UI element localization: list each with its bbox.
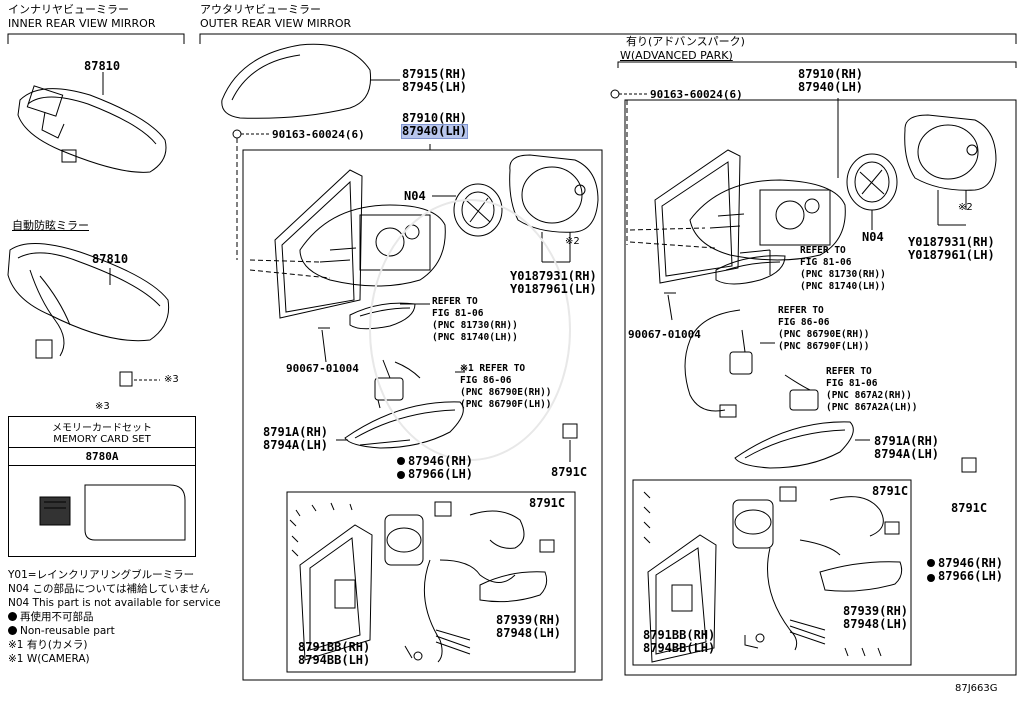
part-8791A-garnish-right[interactable]: 8791A(RH)8794A(LH) xyxy=(874,434,940,461)
non-reusable-dot-icon xyxy=(8,612,17,621)
small-bolts-left xyxy=(289,502,353,557)
part-8791C-sub-left[interactable]: 8791C xyxy=(529,496,566,510)
part-90067-bolt-right[interactable]: 90067-01004 xyxy=(628,328,701,341)
part-N04-left[interactable]: N04 xyxy=(404,189,426,203)
part-Y0187931-glass-left[interactable]: Y0187931(RH)Y0187961(LH) xyxy=(510,269,597,296)
mirror-cover-drawing xyxy=(221,43,400,119)
non-reusable-dot-icon xyxy=(8,626,17,635)
turn-lamp-left xyxy=(349,302,416,330)
part-8791BB-harness-left[interactable]: 8791BB(RH)8794BB(LH) xyxy=(298,640,371,667)
memory-card-name-en: MEMORY CARD SET xyxy=(53,434,151,445)
inner-mirror-header-en: INNER REAR VIEW MIRROR xyxy=(8,17,156,30)
memory-card-name: メモリーカードセット MEMORY CARD SET xyxy=(9,417,195,448)
part-8791BB-harness-right[interactable]: 8791BB(RH)8794BB(LH) xyxy=(643,628,716,655)
part-90163-screw-right[interactable]: 90163-60024(6) xyxy=(650,88,743,101)
mirror-glass-drawing-left xyxy=(509,154,599,233)
left-assembly-box xyxy=(242,149,603,681)
inner-section-bracket xyxy=(7,33,185,44)
outer-section-bracket xyxy=(199,33,1017,44)
advanced-park-header-en: W(ADVANCED PARK) xyxy=(620,49,733,62)
part-Y0187931-glass-right[interactable]: Y0187931(RH)Y0187961(LH) xyxy=(908,235,995,262)
part-90163-screw-left[interactable]: 90163-60024(6) xyxy=(272,128,365,141)
advanced-park-bracket xyxy=(617,61,1017,68)
outer-mirror-header-en: OUTER REAR VIEW MIRROR xyxy=(200,17,352,30)
right-sub-box xyxy=(632,479,912,666)
camera-unit-left xyxy=(374,359,421,409)
garnish-drawing-left xyxy=(344,401,464,449)
part-87915-cover[interactable]: 87915(RH)87945(LH) xyxy=(402,67,468,94)
part-87910-mirror-assy-right[interactable]: 87910(RH)87940(LH) xyxy=(798,67,864,94)
part-90067-bolt-left[interactable]: 90067-01004 xyxy=(286,362,359,375)
inner-mirror-drawing-2 xyxy=(7,242,170,387)
figure-code: 87J663G xyxy=(955,683,998,694)
ref-mark-2-left: ※2 xyxy=(565,236,580,247)
mirror-body-right xyxy=(689,179,846,261)
camera-unit-right xyxy=(684,309,753,418)
small-bolts-right xyxy=(643,491,651,544)
inner-mirror-drawing-1 xyxy=(17,85,167,173)
part-87946-clip-left[interactable]: 87946(RH)87966(LH) xyxy=(408,454,474,481)
legend-n04-jp: N04 この部品については補給していません xyxy=(8,583,210,595)
legend-non-reusable-en: Non-reusable part xyxy=(8,624,221,638)
part-87810-a[interactable]: 87810 xyxy=(84,59,121,73)
mirror-glass-plate-left xyxy=(274,169,363,319)
garnish-drawing-right xyxy=(734,421,854,469)
part-87939-lower-cover-left[interactable]: 87939(RH)87948(LH) xyxy=(496,613,562,640)
part-8780A[interactable]: 8780A xyxy=(9,448,195,466)
sub-parts-left xyxy=(299,501,555,663)
legend-n04-en: N04 This part is not available for servi… xyxy=(8,597,221,609)
legend-camera-en: ※1 W(CAMERA) xyxy=(8,653,90,665)
auto-dimming-header: 自動防眩ミラー xyxy=(12,219,89,232)
inner-mirror-header-jp: インナリヤビューミラー xyxy=(8,3,129,16)
non-reusable-dots xyxy=(397,457,935,582)
part-N04-right[interactable]: N04 xyxy=(862,230,884,244)
motor-drawing-left xyxy=(453,183,503,237)
ref-mark-2-right: ※2 xyxy=(958,202,973,213)
legend-non-reusable-jp: 再使用不可部品 xyxy=(8,610,221,624)
part-87940-lh-highlighted[interactable]: 87940(LH) xyxy=(400,124,469,139)
part-87910-mirror-assy-left[interactable]: 87910(RH) 87940(LH) xyxy=(400,111,469,139)
ref-mark-3: ※3 xyxy=(164,374,179,385)
left-sub-box xyxy=(286,491,576,673)
part-8791A-garnish-left[interactable]: 8791A(RH)8794A(LH) xyxy=(263,425,329,452)
legend-camera-jp: ※1 有り(カメラ) xyxy=(8,639,88,651)
mirror-glass-drawing-right xyxy=(904,114,997,191)
legend: Y01=レインクリアリングブルーミラー N04 この部品については補給していませ… xyxy=(8,568,221,666)
memory-ref-mark: ※3 xyxy=(95,401,110,412)
part-87810-b[interactable]: 87810 xyxy=(92,252,129,266)
memory-card-image-cell xyxy=(9,466,195,556)
part-8791C-sub-right[interactable]: 8791C xyxy=(872,484,909,498)
sub-parts-right xyxy=(647,486,903,663)
sensor-unit-right xyxy=(784,374,819,411)
memory-card-drawing xyxy=(39,484,186,541)
part-87910-rh[interactable]: 87910(RH) xyxy=(402,111,468,125)
advanced-park-header-jp: 有り(アドバンスパーク) xyxy=(626,35,745,48)
part-8791C-pad-right[interactable]: 8791C xyxy=(951,501,988,515)
memory-card-table: メモリーカードセット MEMORY CARD SET 8780A xyxy=(8,416,196,557)
right-assembly-box xyxy=(624,99,1017,676)
part-87939-lower-cover-right[interactable]: 87939(RH)87948(LH) xyxy=(843,604,909,631)
legend-y01: Y01=レインクリアリングブルーミラー xyxy=(8,569,195,581)
mirror-body-left xyxy=(299,204,446,287)
part-8791C-pad-left[interactable]: 8791C xyxy=(551,465,588,479)
mirror-glass-plate-right xyxy=(654,149,741,284)
part-87946-clip-right[interactable]: 87946(RH)87966(LH) xyxy=(938,556,1004,583)
memory-card-name-jp: メモリーカードセット xyxy=(52,423,152,434)
turn-lamp-right xyxy=(715,255,786,285)
motor-drawing-right xyxy=(846,153,898,211)
outer-mirror-header-jp: アウタリヤビューミラー xyxy=(200,3,321,16)
